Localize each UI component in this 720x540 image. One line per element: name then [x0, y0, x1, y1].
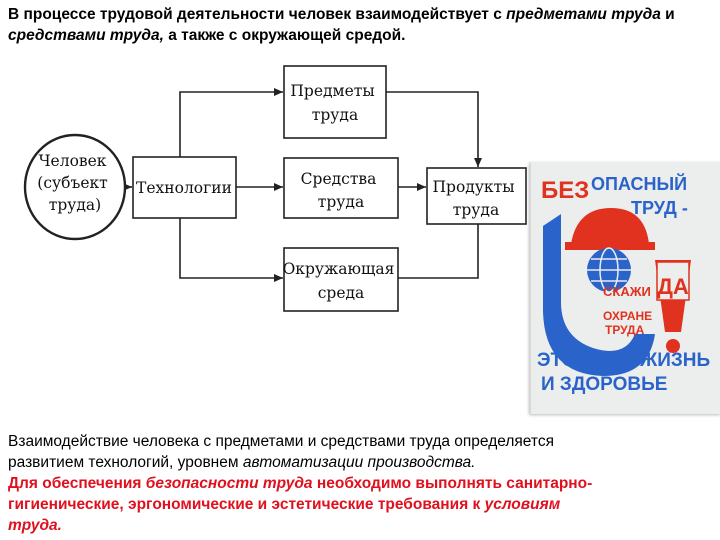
- poster-yes: ДА: [657, 274, 689, 299]
- bottom-text: Взаимодействие человека с предметами и с…: [8, 431, 720, 536]
- intro-part2: и: [660, 6, 675, 23]
- poster-bottom2: И ЗДОРОВЬЕ: [541, 374, 667, 395]
- safety-poster: ДА БЕЗ ОПАСНЫЙ ТРУД - СКАЖИ ОХРАНЕ ТРУДА…: [530, 162, 720, 414]
- connector-environment-products: [398, 211, 482, 279]
- node-means: Средства труда: [283, 157, 399, 219]
- labor-process-diagram: Человек (субъект труда) Технологии Предм…: [23, 65, 527, 312]
- svg-text:Предметы труда: Предметы труда: [290, 82, 379, 124]
- bottom-line2: развитием технологий, уровнем автоматиза…: [8, 454, 476, 471]
- svg-text:ОХРАНЕ ТРУДА: ОХРАНЕ ТРУДА: [603, 309, 656, 337]
- node-person: Человек (субъект труда): [23, 133, 127, 241]
- poster-protect1: ОХРАНЕ: [603, 309, 652, 323]
- worker-arm-shape: [543, 214, 655, 376]
- poster-bottom1: ЭТО ТВОЯ ЖИЗНЬ: [537, 350, 710, 371]
- node-technology: Технологии: [132, 156, 237, 219]
- node-environment: Окружающая среда: [283, 247, 400, 312]
- svg-text:Технологии: Технологии: [136, 179, 232, 197]
- globe-icon: [587, 247, 631, 293]
- svg-text:Человек (субъект т: Человек (субъект труда): [37, 152, 112, 214]
- safety-requirement-line3: труда.: [8, 517, 62, 534]
- intro-em-means: средствами труда,: [8, 27, 164, 44]
- node-products: Продукты труда: [426, 167, 527, 225]
- svg-text:Средства труда: Средства труда: [301, 170, 382, 211]
- svg-text:Продукты труда: Продукты труда: [433, 178, 520, 219]
- poster-title-red: БЕЗ: [541, 177, 589, 204]
- connector-technology-environment: [179, 218, 283, 282]
- poster-line2: ТРУД -: [631, 198, 688, 218]
- safety-requirement-line1: Для обеспечения безопасности труда необх…: [8, 475, 593, 492]
- intro-text: В процессе трудовой деятельности человек…: [8, 4, 720, 46]
- intro-part1: В процессе трудовой деятельности человек…: [8, 6, 507, 23]
- svg-text:ЭТО ТВОЯ ЖИЗНЬ И ЗДОРОВЬ: ЭТО ТВОЯ ЖИЗНЬ И ЗДОРОВЬЕ: [537, 350, 715, 395]
- connector-objects-products: [386, 91, 482, 167]
- svg-text:Окружающая среда: Окружающая среда: [283, 260, 400, 302]
- intro-part3: а также с окружающей средой.: [163, 27, 406, 44]
- helmet-icon: [571, 208, 649, 244]
- node-objects: Предметы труда: [283, 65, 387, 139]
- svg-text:БЕЗ ОПАСНЫЙ: БЕЗ ОПАСНЫЙ: [541, 173, 687, 204]
- connector-technology-objects: [179, 88, 283, 157]
- safety-requirement-line2: гигиенические, эргономические и эстетиче…: [8, 496, 561, 513]
- bottom-line1: Взаимодействие человека с предметами и с…: [8, 433, 554, 450]
- poster-say: СКАЖИ: [603, 284, 651, 299]
- poster-protect2: ТРУДА: [605, 323, 645, 337]
- poster-artwork: ДА БЕЗ ОПАСНЫЙ ТРУД - СКАЖИ ОХРАНЕ ТРУДА…: [537, 173, 715, 395]
- poster-title-blue: ОПАСНЫЙ: [591, 173, 687, 194]
- intro-em-objects: предметами труда: [506, 6, 661, 23]
